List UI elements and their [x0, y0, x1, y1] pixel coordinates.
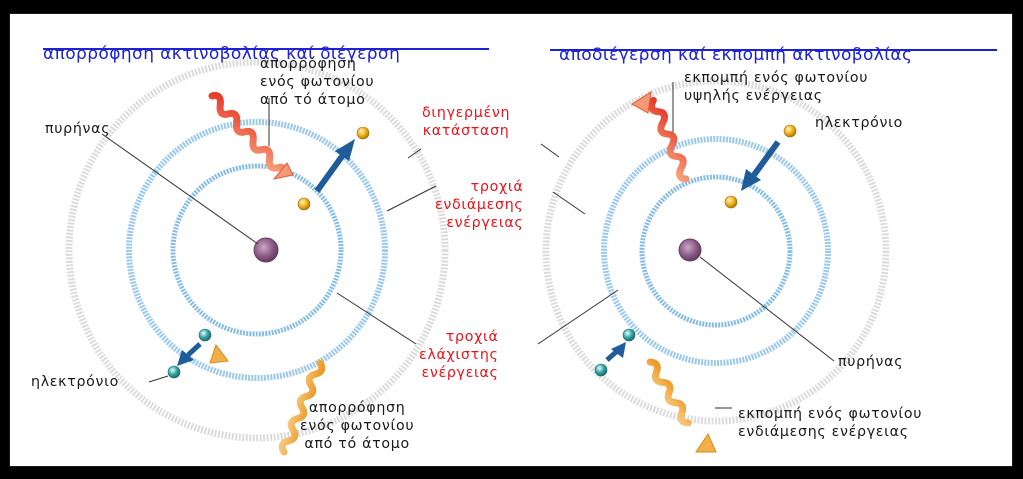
- left-photon-top: [208, 92, 294, 180]
- left-electron-ground: [198, 328, 212, 342]
- left-photon-top-label: απορρόφηση ενός φωτονίου από τό άτομο: [260, 56, 375, 108]
- right-title-underline: [550, 49, 997, 51]
- atom-diagrams: [65, 58, 890, 456]
- left-title-underline: [43, 48, 489, 50]
- right-photon-bottom: [646, 358, 717, 453]
- right-nucleus-label: πυρήνας: [838, 354, 904, 370]
- left-outer-orbit: [65, 58, 449, 442]
- right-electron-ground: [622, 328, 636, 342]
- left-min-orbit-leader: [336, 292, 417, 345]
- left-inner-orbit: [170, 163, 344, 337]
- left-electron-leader: [148, 375, 169, 383]
- right-panel-title: αποδιέγερση καί εκπομπή ακτινοβολίας: [559, 45, 913, 65]
- left-up-arrow: [314, 139, 355, 193]
- right-up-arrow: [605, 342, 626, 362]
- left-nucleus-leader: [101, 133, 259, 245]
- left-electron-excited: [356, 126, 370, 140]
- right-mid-orbit: [601, 136, 831, 366]
- left-electron-label: ηλεκτρόνιο: [31, 374, 120, 390]
- right-atom: [537, 77, 890, 453]
- right-inner-orbit: [639, 174, 793, 328]
- right-electron-label: ηλεκτρόνιο: [815, 115, 904, 131]
- right-down-arrow: [741, 140, 781, 191]
- left-atom: [65, 58, 449, 456]
- right-excited-leader: [540, 143, 560, 158]
- right-photon-top-label: εκπομπή ενός φωτονίου υψηλής ενέργειας: [684, 70, 869, 104]
- left-excited-leader: [407, 148, 422, 159]
- right-nucleus-leader: [699, 256, 835, 362]
- left-min-orbit-label: τροχιά ελάχιστης ενέργειας: [419, 329, 499, 381]
- right-nucleus: [678, 238, 702, 262]
- diagram-frame: απορρόφηση ακτινοβολίας καί διέγερση απο…: [9, 13, 1013, 467]
- right-mid-orbit-leader: [552, 191, 586, 215]
- right-electron-low: [594, 363, 608, 377]
- left-nucleus-label: πυρήνας: [45, 121, 111, 137]
- left-electron-low: [167, 365, 181, 379]
- left-electron-mid: [297, 197, 311, 211]
- left-photon-bottom: [209, 343, 326, 456]
- left-nucleus: [253, 237, 279, 263]
- left-excited-state-label: διηγερμένη κατάσταση: [422, 105, 511, 139]
- left-intermediate-orbit-label: τροχιά ενδιάμεσης ενέργειας: [435, 179, 524, 231]
- right-min-orbit-leader: [537, 289, 619, 345]
- right-electron-high: [783, 124, 797, 138]
- right-photon-top: [631, 90, 690, 183]
- right-photon-bottom-label: εκπομπή ενός φωτονίου ενδιάμεσης ενέργει…: [738, 406, 923, 440]
- right-outer-orbit: [542, 77, 890, 425]
- left-mid-orbit-leader: [386, 185, 437, 212]
- left-down-arrow: [177, 342, 202, 366]
- left-mid-orbit: [126, 119, 388, 381]
- right-electron-mid: [724, 195, 738, 209]
- left-photon-bottom-label: απορρόφηση ενός φωτονίου από τό άτομο: [300, 400, 415, 452]
